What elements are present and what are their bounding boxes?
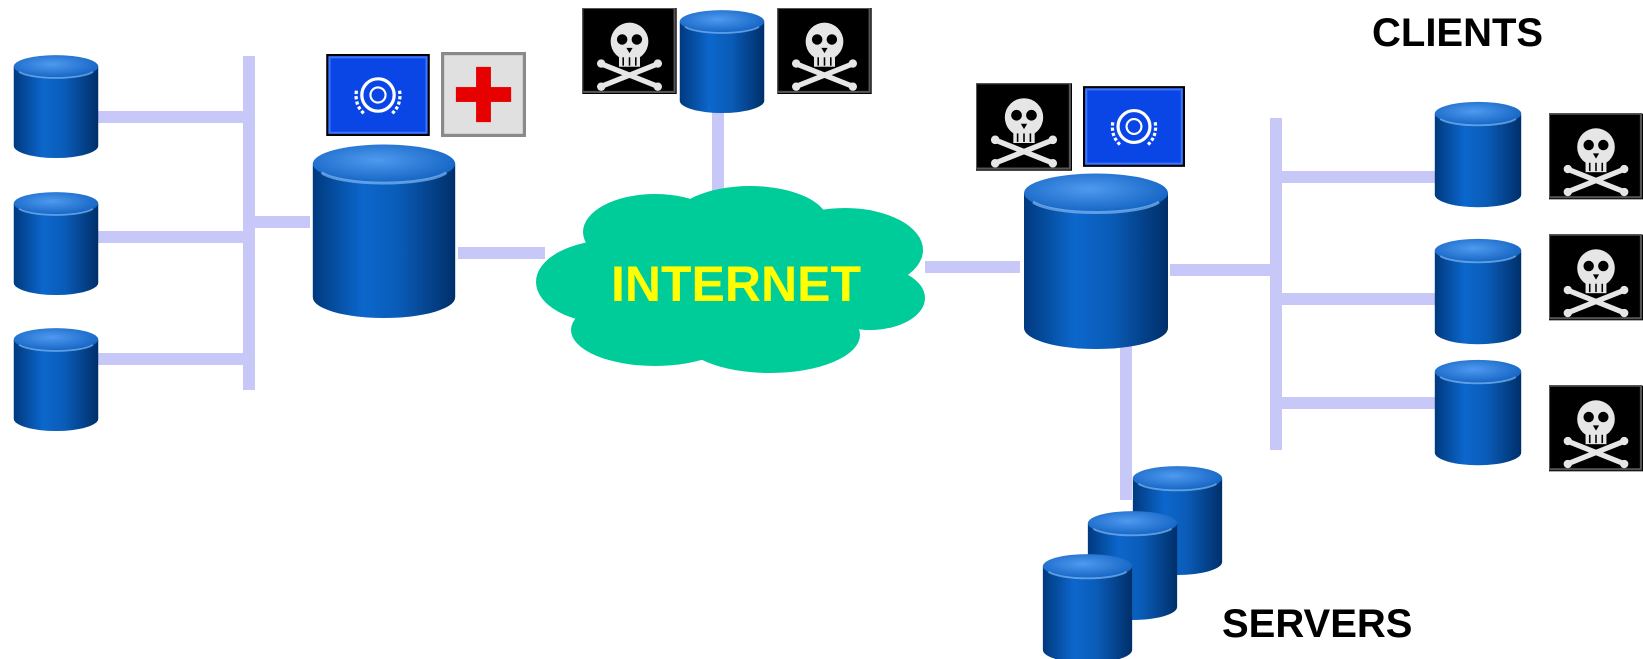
connection-lines: [94, 56, 1442, 500]
pirate-skull-icon: [777, 8, 871, 94]
internet-cloud: INTERNET: [536, 186, 925, 373]
pirate-skull-icon: [582, 8, 676, 94]
un-emblem-icon: [326, 54, 430, 136]
left-client-database-2: [12, 191, 100, 296]
left-server-database: [311, 143, 457, 320]
pirate-skull-icon: [1549, 114, 1643, 200]
clients-label: CLIENTS: [1372, 11, 1543, 55]
red-cross-icon: [441, 52, 526, 137]
servers-database-front: [1041, 553, 1134, 659]
left-client-database-3: [12, 327, 100, 432]
internet-label: INTERNET: [611, 256, 861, 312]
servers-label: SERVERS: [1222, 602, 1412, 646]
un-emblem-icon: [1083, 86, 1185, 167]
right-server-database: [1022, 172, 1170, 351]
pirate-skull-icon: [976, 83, 1072, 170]
right-client-database-3: [1433, 358, 1523, 467]
pirate-skull-icon: [1549, 235, 1643, 321]
pirate-skull-icon: [1549, 386, 1643, 472]
right-client-database-2: [1433, 237, 1523, 346]
top-node-database: [678, 9, 766, 114]
right-client-database-1: [1433, 100, 1523, 209]
left-client-database-1: [12, 54, 100, 159]
